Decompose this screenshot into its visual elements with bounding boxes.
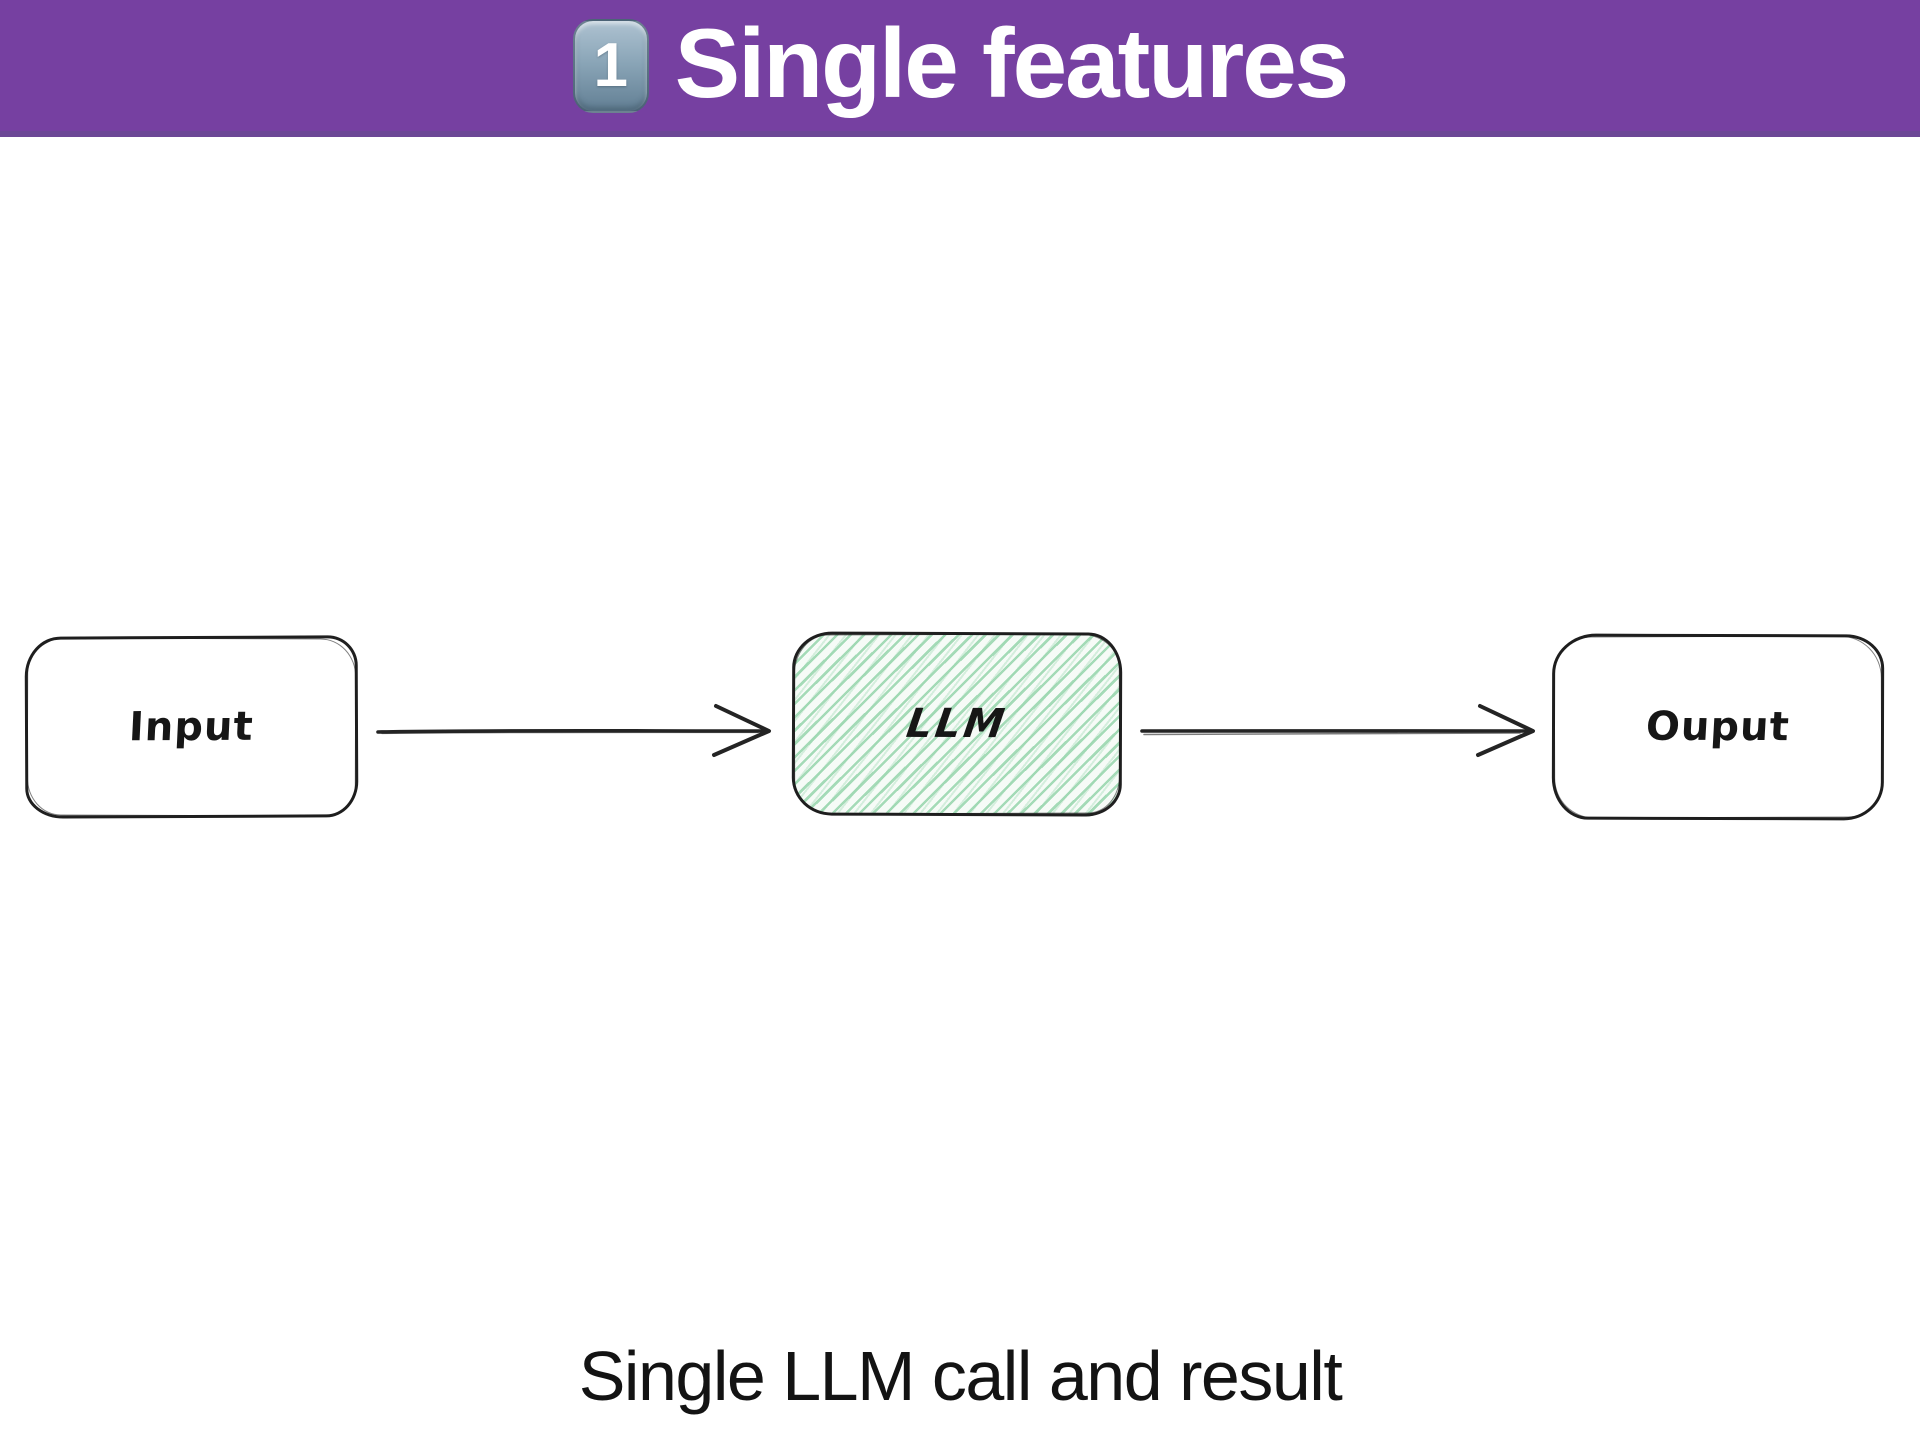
- keycap-1-icon: 1: [572, 18, 649, 113]
- node-llm: LLM: [791, 631, 1123, 817]
- node-input-label: Input: [128, 703, 255, 751]
- caption: Single LLM call and result: [578, 1337, 1343, 1415]
- page-title: Single features: [674, 7, 1350, 118]
- arrow-llm-to-output-icon: [1132, 689, 1552, 773]
- node-input: Input: [24, 635, 359, 819]
- node-llm-label: LLM: [903, 700, 1011, 748]
- node-output: Ouput: [1551, 633, 1885, 821]
- node-output-label: Ouput: [1644, 703, 1792, 751]
- keycap-digit: 1: [593, 30, 628, 100]
- header-bar: 1 Single features: [0, 0, 1920, 137]
- arrow-input-to-llm-icon: [368, 689, 788, 773]
